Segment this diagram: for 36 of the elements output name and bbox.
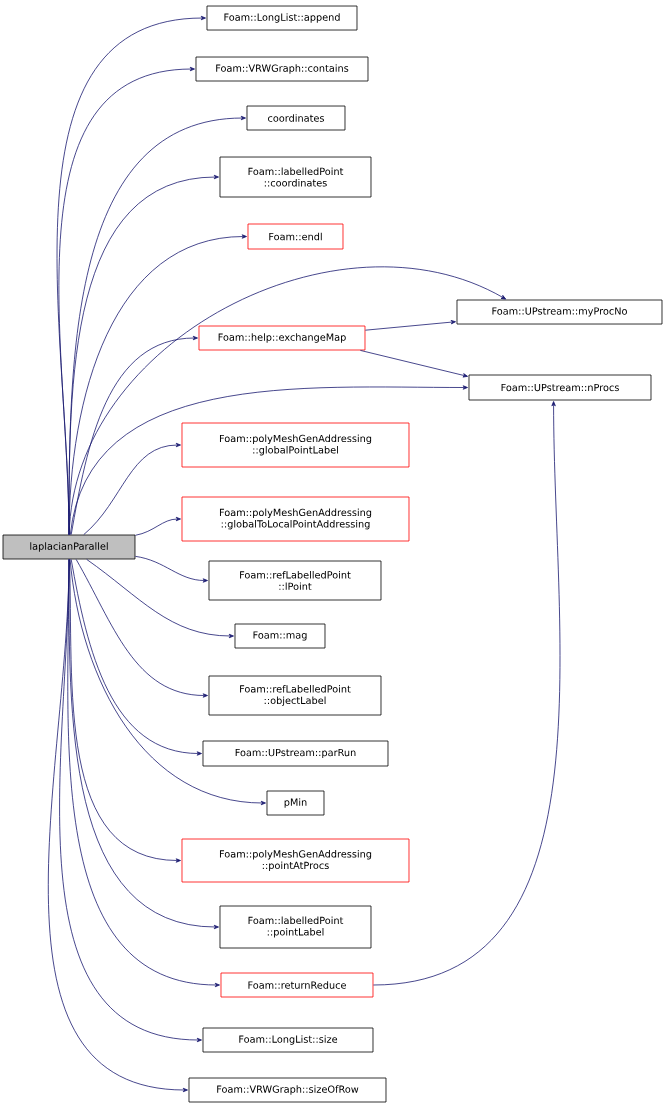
arrow [86, 559, 234, 639]
arrow [69, 385, 468, 535]
arrow [365, 320, 456, 331]
function-box: Foam::UPstream::myProcNo [456, 299, 663, 325]
function-box: Foam::help::exchangeMap [198, 325, 366, 351]
function-box: Foam::refLabelledPoint ::lPoint [208, 560, 382, 601]
function-box: Foam::labelledPoint ::pointLabel [219, 905, 372, 949]
function-box: Foam::labelledPoint ::coordinates [219, 156, 372, 198]
function-box: pMin [266, 790, 325, 816]
function-box: Foam::returnReduce [220, 972, 374, 998]
function-box: Foam::refLabelledPoint ::objectLabel [208, 675, 382, 716]
function-box: Foam::VRWGraph::sizeOfRow [188, 1077, 387, 1103]
function-box: Foam::LongList::size [202, 1027, 374, 1053]
function-box: Foam::mag [234, 623, 326, 649]
function-box: Foam::endl [247, 223, 344, 250]
function-box: Foam::LongList::append [206, 5, 358, 31]
function-box: Foam::VRWGraph::contains [195, 56, 369, 82]
function-box: Foam::polyMeshGenAddressing ::pointAtProcs [181, 838, 410, 883]
arrow [68, 234, 247, 535]
function-box: Foam::UPstream::parRun [202, 740, 389, 767]
arrow [69, 559, 266, 806]
arrow [70, 335, 198, 535]
arrow [68, 266, 507, 535]
arrow [135, 555, 208, 583]
function-box: coordinates [246, 105, 346, 131]
arrow [70, 559, 202, 756]
function-box: Foam::UPstream::nProcs [468, 374, 652, 401]
function-box: Foam::polyMeshGenAddressing ::globalPointLabel [181, 422, 410, 468]
arrow [373, 401, 561, 986]
current-function-box: laplacianParallel [2, 534, 136, 560]
arrow [75, 559, 208, 698]
arrow [360, 350, 468, 378]
function-box: Foam::polyMeshGenAddressing ::globalToLocalPointAddressing [181, 496, 410, 542]
arrow [135, 516, 181, 536]
arrow [48, 559, 188, 1093]
arrow [83, 442, 181, 535]
